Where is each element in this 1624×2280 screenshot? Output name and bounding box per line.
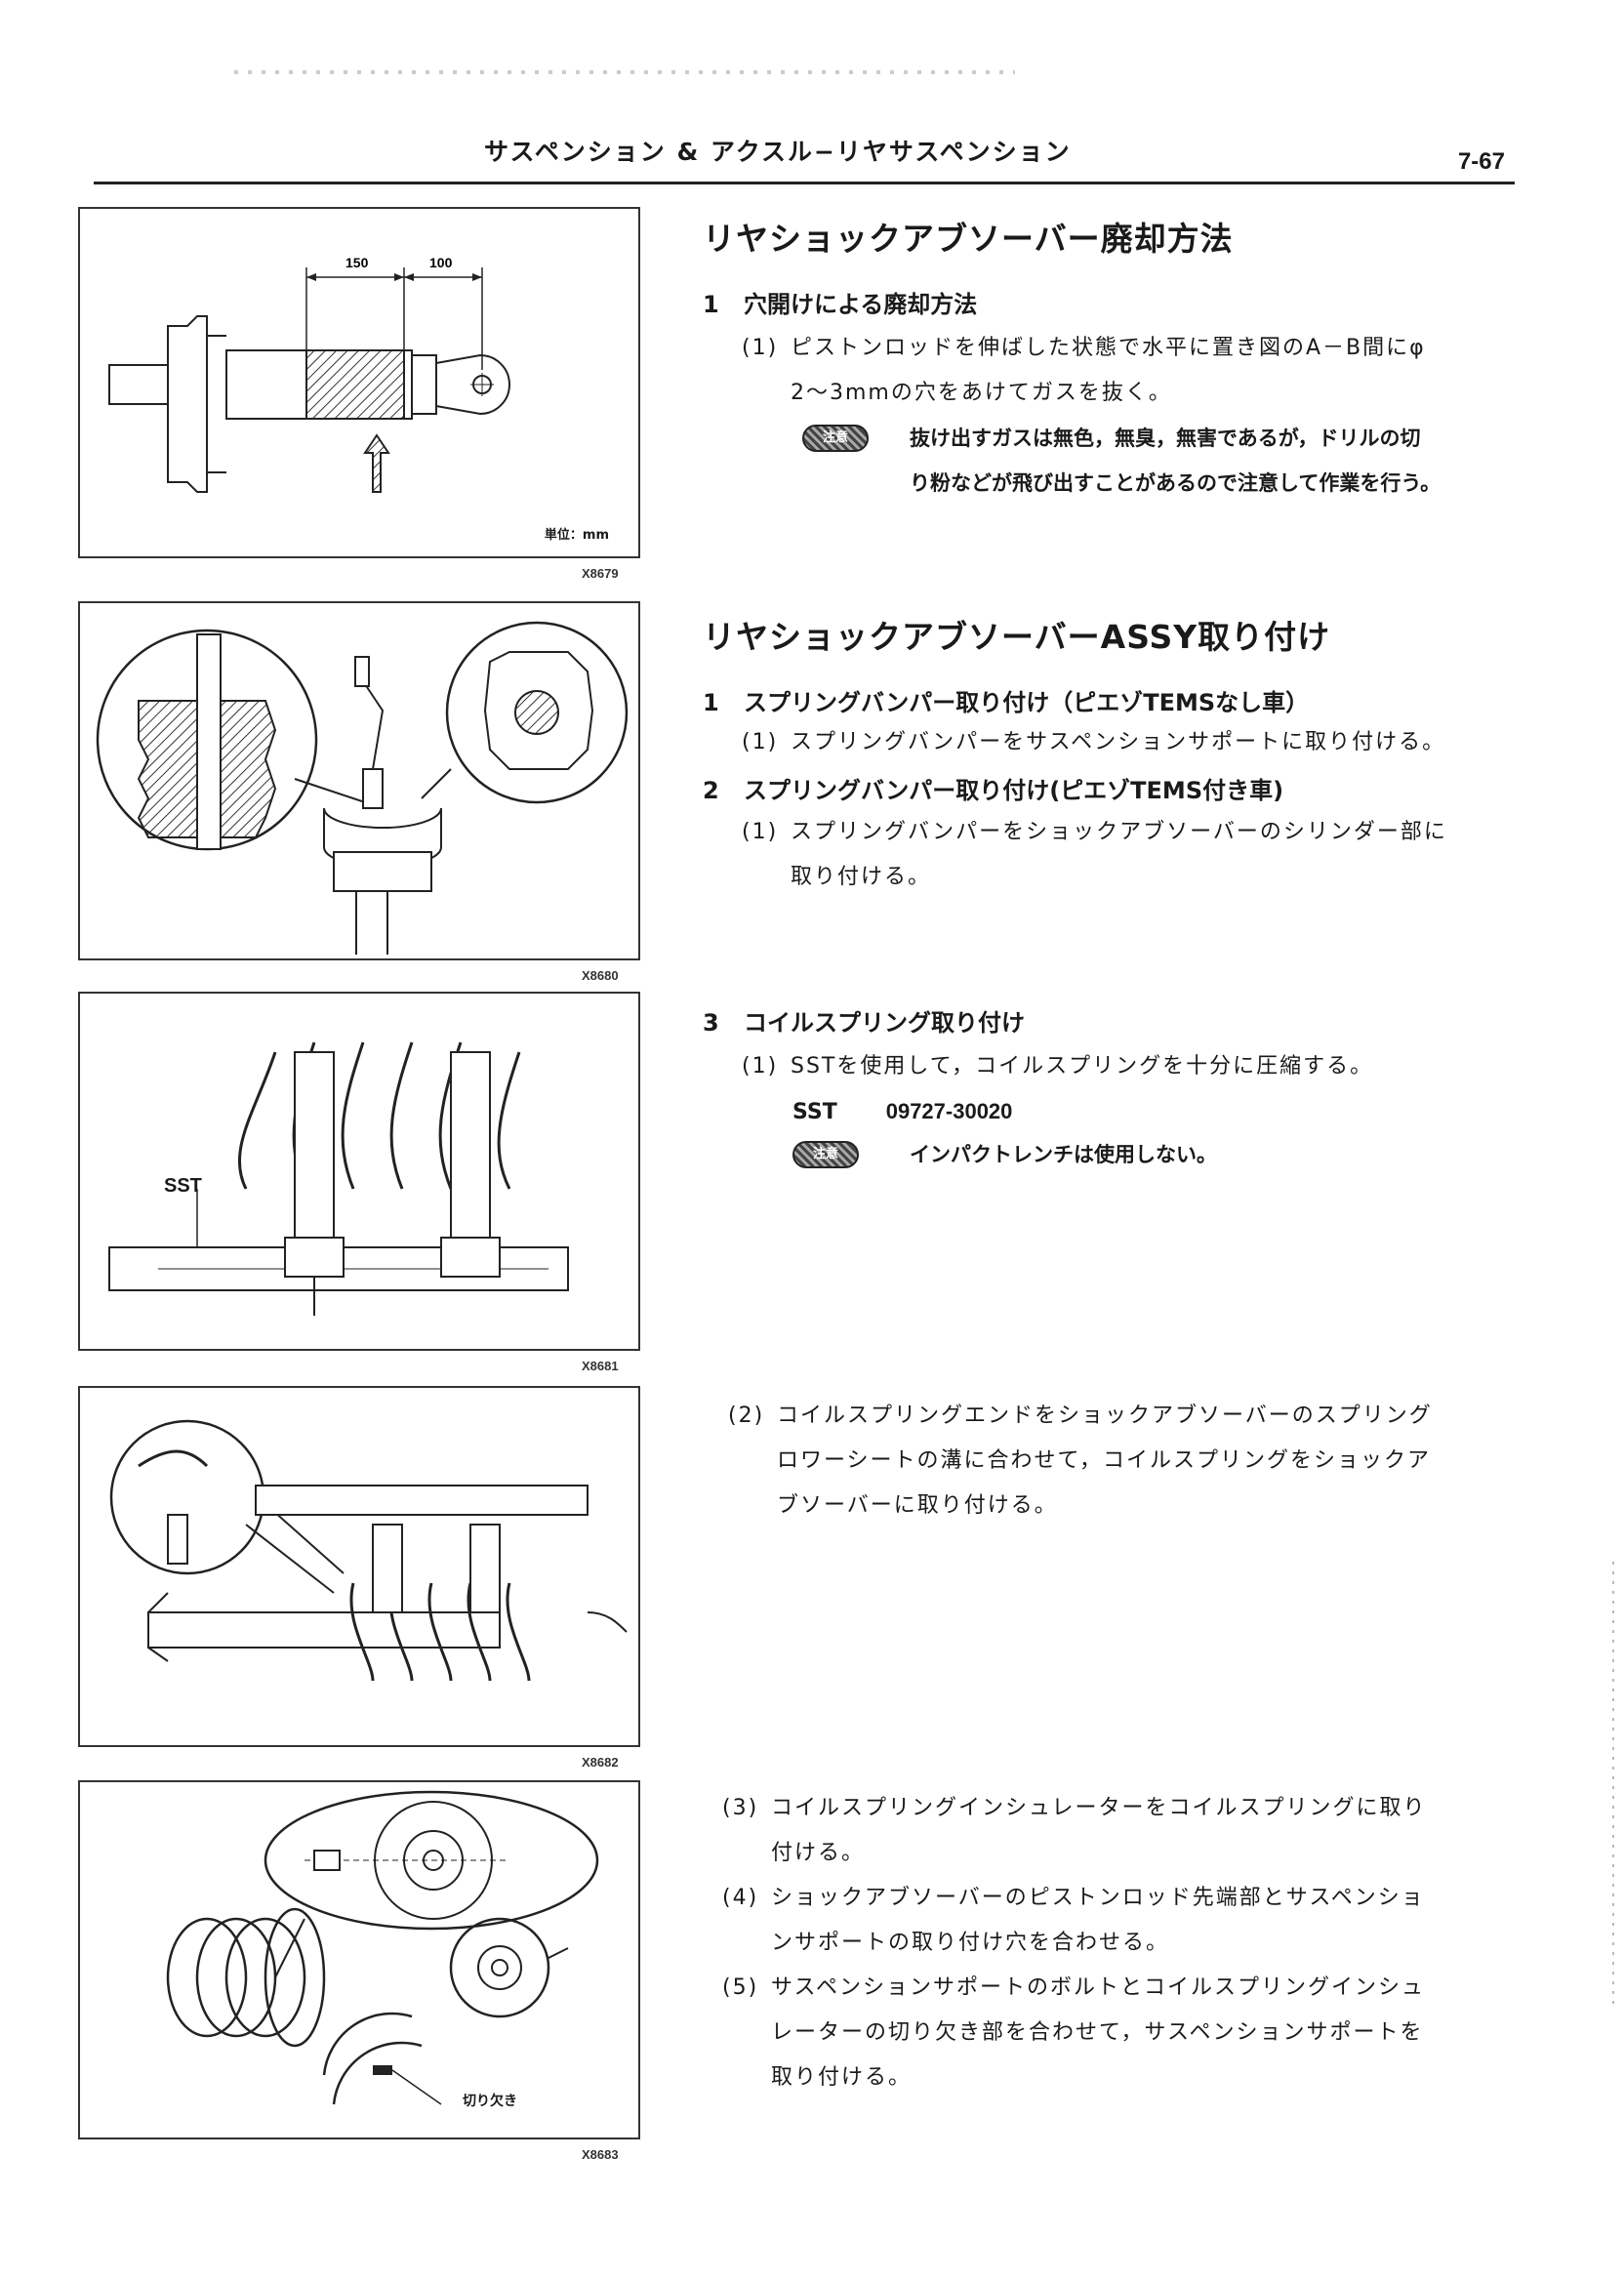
step-text-line: 付ける。 — [771, 1841, 866, 1865]
step-text-line: ショックアブソーバーのピストンロッド先端部とサスペンショ — [771, 1886, 1425, 1910]
figure-code: X8679 — [582, 566, 619, 581]
figure-suspension-support: 切り欠き — [78, 1780, 640, 2139]
subsection-number: 1 — [703, 689, 719, 716]
step-item: (1) ピストンロッドを伸ばした状態で水平に置き図のA－B間にφ 2～3mmの穴… — [742, 326, 1522, 416]
figure-coil-spring-compress: SST — [78, 992, 640, 1351]
caution-note: 注意 インパクトレンチは使用しない。 — [792, 1132, 1515, 1177]
figure-shock-absorber-drilling: 150 100 単位：mm — [78, 207, 640, 558]
step-number: (1) — [742, 820, 779, 844]
step-text-line: サスペンションサポートのボルトとコイルスプリングインシュ — [771, 1975, 1426, 2000]
dim-b-label: 100 — [429, 255, 453, 270]
section-title-disposal: リヤショックアブソーバー廃却方法 — [703, 220, 1234, 258]
step-text-line: ブソーバーに取り付ける。 — [777, 1493, 1058, 1518]
step-text-line: レーターの切り欠き部を合わせて，サスペンションサポートを — [771, 2020, 1424, 2045]
suspension-support-drawing — [166, 1790, 599, 2105]
step-text-line: コイルスプリングインシュレーターをコイルスプリングに取り — [771, 1796, 1427, 1820]
step-number: (2) — [728, 1404, 765, 1428]
header-title: サスペンション & アクスル−リヤサスペンション — [484, 138, 1072, 166]
figure-spring-bumper — [78, 601, 640, 960]
step-item: (1) スプリングバンパーをショックアブソーバーのシリンダー部に 取り付ける。 — [742, 810, 1522, 900]
step-item: (2) コイルスプリングエンドをショックアブソーバーのスプリング ロワーシートの… — [728, 1394, 1509, 1528]
step-text-line: 取り付ける。 — [771, 2065, 913, 2090]
note-text-line: り粉などが飛び出すことがあるので注意して作業を行う。 — [910, 471, 1441, 495]
subsection-title: 1 穴開けによる廃却方法 — [703, 285, 977, 319]
shock-absorber-drawing: 150 100 — [108, 255, 510, 493]
note-text-line: 抜け出すガスは無色，無臭，無害であるが，ドリルの切 — [910, 427, 1421, 450]
notch-label: 切り欠き — [463, 2094, 517, 2109]
step-number: (3) — [722, 1796, 759, 1820]
caution-badge-icon: 注意 — [802, 425, 869, 452]
dim-a-label: 150 — [345, 255, 369, 270]
spring-bumper-drawing — [96, 621, 629, 955]
caution-note: 注意 抜け出すガスは無色，無臭，無害であるが，ドリルの切 り粉などが飛び出すこと… — [802, 416, 1524, 506]
sst-code: 09727-30020 — [885, 1099, 1013, 1123]
subsection-title: 1 スプリングバンパー取り付け（ピエゾTEMSなし車） — [703, 683, 1309, 717]
subsection-number: 2 — [703, 777, 719, 804]
subsection-label: スプリングバンパー取り付け（ピエゾTEMSなし車） — [744, 689, 1310, 716]
step-item: (4) ショックアブソーバーのピストンロッド先端部とサスペンショ ンサポートの取… — [722, 1876, 1503, 1966]
caution-badge-icon: 注意 — [792, 1141, 859, 1168]
subsection-title: 3 コイルスプリング取り付け — [703, 1003, 1025, 1038]
step-text-line: ロワーシートの溝に合わせて，コイルスプリングをショックア — [777, 1448, 1432, 1473]
subsection-title: 2 スプリングバンパー取り付け(ピエゾTEMS付き車) — [703, 771, 1283, 805]
drill-arrow-icon — [363, 433, 390, 493]
figure-spring-install — [78, 1386, 640, 1747]
subsection-label: コイルスプリング取り付け — [744, 1009, 1025, 1037]
section-title-install: リヤショックアブソーバーASSY取り付け — [703, 618, 1331, 656]
subsection-label: 穴開けによる廃却方法 — [744, 291, 978, 318]
step-number: (1) — [742, 730, 779, 754]
figure-code: X8682 — [582, 1755, 619, 1770]
sst-row: SST 09727-30020 — [792, 1099, 1012, 1124]
scan-noise-dots — [234, 70, 1015, 74]
step-number: (1) — [742, 336, 779, 360]
page-number: 7-67 — [1457, 148, 1505, 175]
subsection-label: スプリングバンパー取り付け(ピエゾTEMS付き車) — [744, 777, 1284, 804]
figure-code: X8680 — [582, 968, 619, 983]
subsection-number: 1 — [703, 291, 719, 318]
step-text-line: ピストンロッドを伸ばした状態で水平に置き図のA－B間にφ — [791, 336, 1426, 360]
note-text-line: インパクトレンチは使用しない。 — [910, 1143, 1217, 1166]
step-text-line: 取り付ける。 — [791, 865, 932, 889]
subsection-number: 3 — [703, 1009, 719, 1037]
step-text-line: スプリングバンパーをショックアブソーバーのシリンダー部に — [791, 820, 1447, 844]
coil-spring-compress-drawing — [108, 1041, 569, 1316]
page-header: サスペンション & アクスル−リヤサスペンション 7-67 — [94, 133, 1515, 184]
step-item: (1) スプリングバンパーをサスペンションサポートに取り付ける。 — [742, 720, 1522, 765]
step-text-line: 2～3mmの穴をあけてガスを抜く。 — [791, 381, 1172, 405]
step-item: (1) SSTを使用して，コイルスプリングを十分に圧縮する。 — [742, 1044, 1522, 1089]
step-item: (5) サスペンションサポートのボルトとコイルスプリングインシュ レーターの切り… — [722, 1966, 1503, 2100]
step-number: (1) — [742, 1054, 779, 1079]
step-text-line: スプリングバンパーをサスペンションサポートに取り付ける。 — [791, 730, 1446, 754]
step-text-line: コイルスプリングエンドをショックアブソーバーのスプリング — [777, 1404, 1433, 1428]
figure-code: X8683 — [582, 2147, 619, 2162]
step-text-line: SSTを使用して，コイルスプリングを十分に圧縮する。 — [791, 1054, 1374, 1079]
sst-label: SST — [164, 1175, 202, 1197]
figure-code: X8681 — [582, 1359, 619, 1373]
sst-label: SST — [792, 1100, 837, 1124]
scan-edge-dots — [1612, 1562, 1614, 2011]
unit-label: 単位：mm — [544, 528, 609, 543]
step-number: (4) — [722, 1886, 759, 1910]
step-number: (5) — [722, 1975, 759, 2000]
step-item: (3) コイルスプリングインシュレーターをコイルスプリングに取り 付ける。 — [722, 1786, 1503, 1876]
step-text-line: ンサポートの取り付け穴を合わせる。 — [771, 1931, 1170, 1955]
spring-install-drawing — [109, 1419, 628, 1682]
